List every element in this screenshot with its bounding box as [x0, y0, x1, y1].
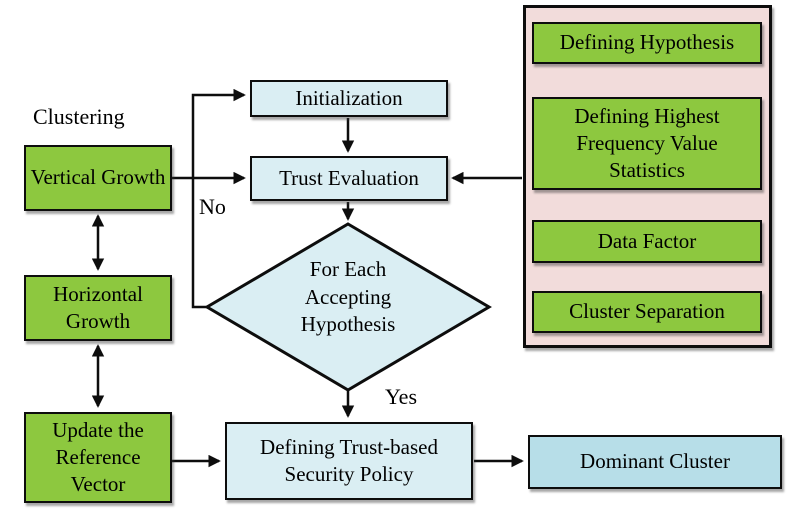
arrow-decision-no-to-initialization	[191, 88, 246, 309]
clustering-label: Clustering	[33, 104, 125, 129]
node-dominant-cluster: Dominant Cluster	[528, 435, 782, 489]
node-data-factor: Data Factor	[532, 220, 762, 263]
node-defining-highest-frequency-label: Defining Highest Frequency Value Statist…	[574, 103, 720, 183]
no-branch-label: No	[199, 194, 226, 219]
node-defining-highest-frequency: Defining Highest Frequency Value Statist…	[532, 97, 762, 190]
node-initialization: Initialization	[250, 80, 448, 117]
node-update-reference-vector: Update the Reference Vector	[24, 412, 172, 503]
decision-diamond-label: For Each Accepting Hypothesis	[300, 257, 396, 337]
node-cluster-separation: Cluster Separation	[532, 291, 762, 333]
node-security-policy-label: Defining Trust-based Security Policy	[260, 434, 438, 486]
node-defining-hypothesis: Defining Hypothesis	[532, 22, 762, 64]
node-vertical-growth-label: Vertical Growth	[30, 165, 166, 190]
node-horizontal-growth-label: Horizontal Growth	[53, 281, 143, 333]
node-trust-evaluation-label: Trust Evaluation	[279, 165, 419, 190]
node-horizontal-growth: Horizontal Growth	[24, 275, 172, 341]
node-cluster-separation-label: Cluster Separation	[569, 299, 725, 324]
node-data-factor-label: Data Factor	[597, 228, 697, 253]
node-vertical-growth: Vertical Growth	[24, 145, 172, 211]
decision-diamond-shape	[204, 222, 492, 392]
node-initialization-label: Initialization	[295, 85, 403, 110]
node-update-reference-vector-label: Update the Reference Vector	[52, 417, 144, 497]
node-defining-hypothesis-label: Defining Hypothesis	[559, 30, 735, 55]
node-security-policy: Defining Trust-based Security Policy	[225, 422, 473, 500]
node-trust-evaluation: Trust Evaluation	[250, 156, 448, 201]
yes-branch-label: Yes	[385, 384, 418, 409]
node-dominant-cluster-label: Dominant Cluster	[580, 449, 730, 474]
